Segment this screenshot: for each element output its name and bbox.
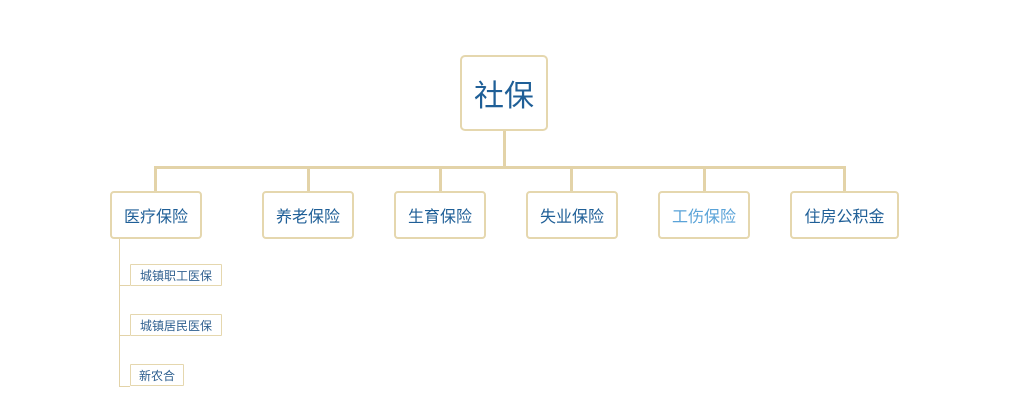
category-work-injury-insurance[interactable]: 工伤保险 xyxy=(658,191,750,239)
branch-connector-housing-fund xyxy=(843,168,846,192)
branch-connector-unemployment xyxy=(570,168,573,192)
category-maternity-insurance[interactable]: 生育保险 xyxy=(394,191,486,239)
category-pension-insurance[interactable]: 养老保险 xyxy=(262,191,354,239)
branch-connector-maternity xyxy=(439,168,442,192)
root-node-social-insurance[interactable]: 社保 xyxy=(460,55,548,131)
medical-subtree-branch xyxy=(119,285,130,286)
medical-subtype-new-rural-cooperative[interactable]: 新农合 xyxy=(130,364,184,386)
medical-subtype-urban-resident[interactable]: 城镇居民医保 xyxy=(130,314,222,336)
root-connector xyxy=(503,131,506,168)
medical-subtree-branch xyxy=(119,386,130,387)
branch-connector-pension xyxy=(307,168,310,192)
category-medical-insurance[interactable]: 医疗保险 xyxy=(110,191,202,239)
medical-subtype-urban-employee[interactable]: 城镇职工医保 xyxy=(130,264,222,286)
category-housing-provident-fund[interactable]: 住房公积金 xyxy=(790,191,899,239)
medical-subtree-branch xyxy=(119,335,130,336)
medical-subtree-vertical xyxy=(119,239,120,387)
category-unemployment-insurance[interactable]: 失业保险 xyxy=(526,191,618,239)
branch-connector-injury xyxy=(703,168,706,192)
branch-connector-medical xyxy=(154,168,157,192)
horizontal-connector xyxy=(154,166,846,169)
